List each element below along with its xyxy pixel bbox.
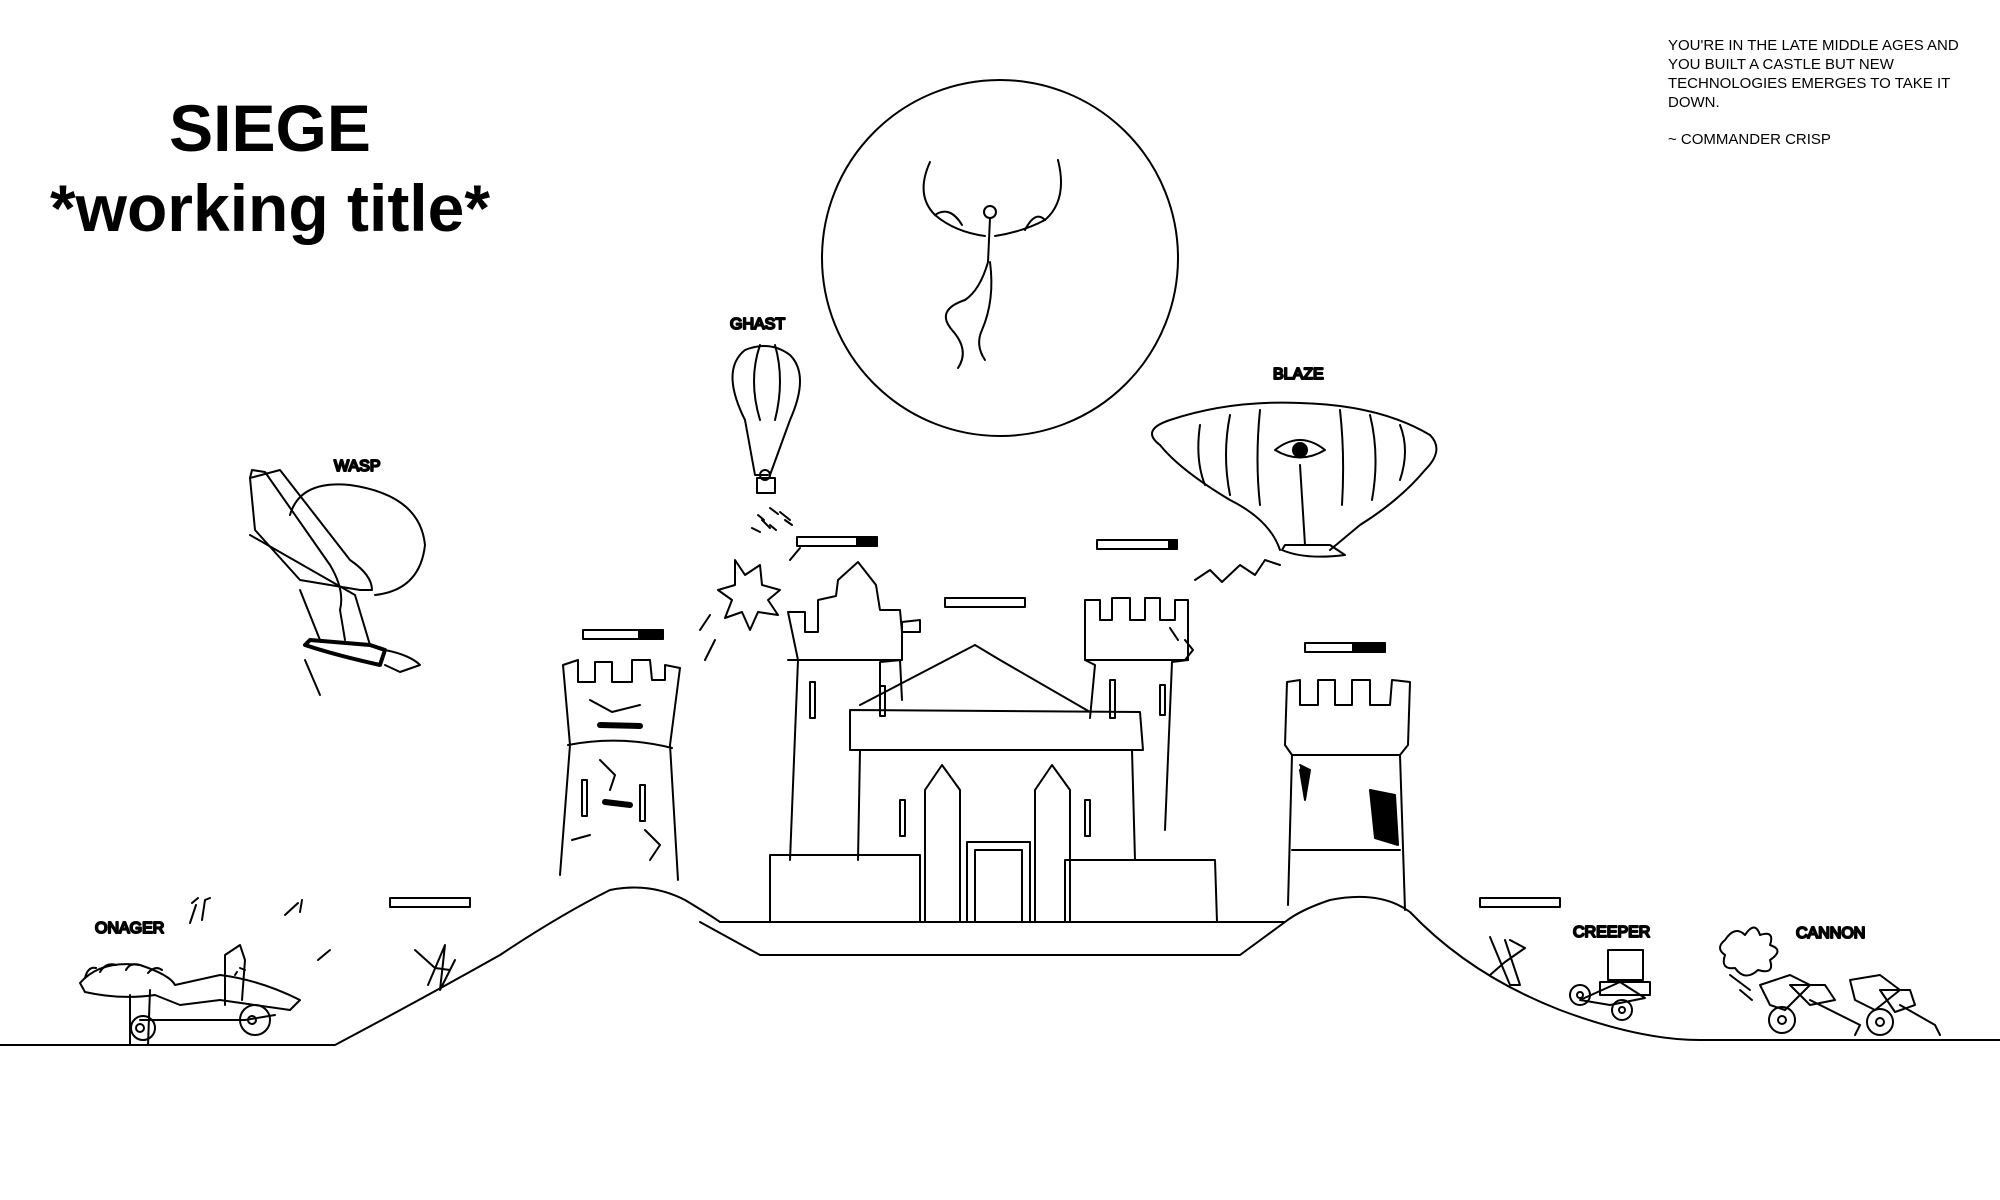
story-intro: YOU'RE IN THE LATE MIDDLE AGES AND YOU B… — [1668, 36, 1968, 167]
label-wasp: WASP — [334, 458, 381, 475]
cannon-unit — [1720, 928, 1940, 1036]
health-bar-damage-right-inner-tower — [1169, 540, 1177, 549]
ghast-unit — [733, 345, 801, 532]
subtitle-text: *working title* — [49, 171, 491, 245]
blaze-unit — [1152, 403, 1436, 557]
creeper-unit — [1570, 950, 1650, 1020]
left-inner-tower — [788, 562, 920, 860]
left-tower — [560, 660, 680, 880]
game-title: SIEGE *working title* — [0, 88, 540, 248]
label-onager: ONAGER — [95, 920, 164, 937]
health-bar-damage-right-tower — [1353, 643, 1385, 652]
label-ghast: GHAST — [730, 316, 785, 333]
health-bar-left-barricade — [390, 898, 470, 907]
story-text: YOU'RE IN THE LATE MIDDLE AGES AND YOU B… — [1668, 37, 1959, 111]
title-text: SIEGE — [169, 91, 371, 165]
health-bars — [390, 537, 1560, 907]
health-bar-right-inner-tower — [1097, 540, 1177, 549]
moon-icon — [822, 80, 1178, 436]
story-signature: ~ COMMANDER CRISP — [1668, 131, 1831, 148]
right-barricade — [1490, 937, 1525, 985]
left-barricade — [415, 945, 455, 990]
wasp-unit — [250, 470, 425, 695]
label-cannon: CANNON — [1796, 925, 1865, 942]
health-bar-damage-left-tower — [639, 630, 663, 639]
label-creeper: CREEPER — [1573, 924, 1650, 941]
explosion-effect — [700, 512, 1280, 660]
right-inner-tower — [1085, 598, 1188, 830]
label-blaze: BLAZE — [1273, 366, 1324, 383]
onager-unit — [80, 898, 330, 1045]
right-tower — [1285, 680, 1410, 910]
health-bar-right-barricade — [1480, 898, 1560, 907]
castle-keep — [770, 645, 1217, 922]
health-bar-keep — [945, 598, 1025, 607]
winged-figure-icon — [924, 160, 1061, 368]
castle-base — [700, 922, 1285, 955]
health-bar-damage-left-inner-tower — [857, 537, 877, 546]
